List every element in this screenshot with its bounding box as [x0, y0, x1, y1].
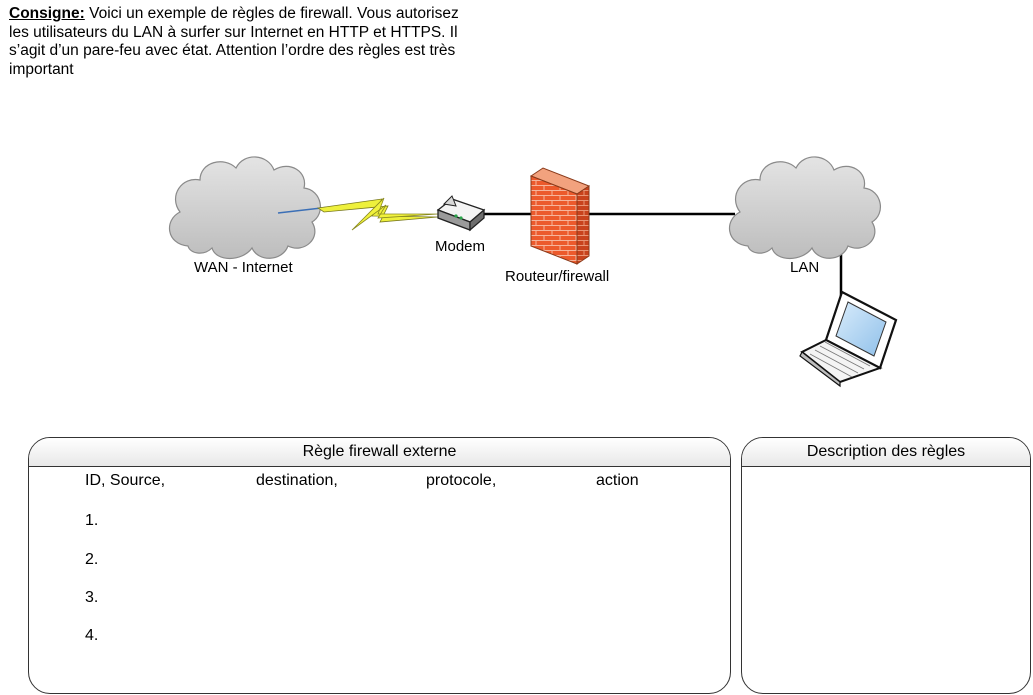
rule-row-4: 4.	[85, 627, 99, 644]
col-protocole: protocole,	[426, 472, 497, 489]
description-panel-title: Description des règles	[742, 438, 1030, 467]
firewall-icon	[529, 167, 591, 265]
rule-row-2: 2.	[85, 551, 99, 568]
col-destination: destination,	[256, 472, 338, 489]
lan-label: LAN	[790, 259, 820, 276]
instructions-body: Voici un exemple de règles de firewall. …	[9, 5, 459, 78]
firewall-label: Routeur/firewall	[505, 268, 610, 285]
rule-row-3: 3.	[85, 589, 99, 606]
wan-cloud-icon	[168, 156, 321, 260]
laptop-icon	[799, 290, 898, 388]
instructions-lead: Consigne:	[9, 5, 85, 22]
modem-label: Modem	[435, 238, 486, 255]
col-action: action	[596, 472, 639, 489]
rules-panel: Règle firewall externe ID, Source, desti…	[28, 437, 731, 694]
modem-icon	[436, 195, 486, 232]
lan-cloud-icon	[728, 156, 881, 260]
wan-label: WAN - Internet	[194, 259, 293, 276]
col-id-source: ID, Source,	[85, 472, 166, 489]
rules-panel-title: Règle firewall externe	[29, 438, 730, 467]
instructions-text: Consigne: Voici un exemple de règles de …	[9, 5, 479, 79]
rule-row-1: 1.	[85, 512, 99, 529]
description-panel: Description des règles	[741, 437, 1031, 694]
